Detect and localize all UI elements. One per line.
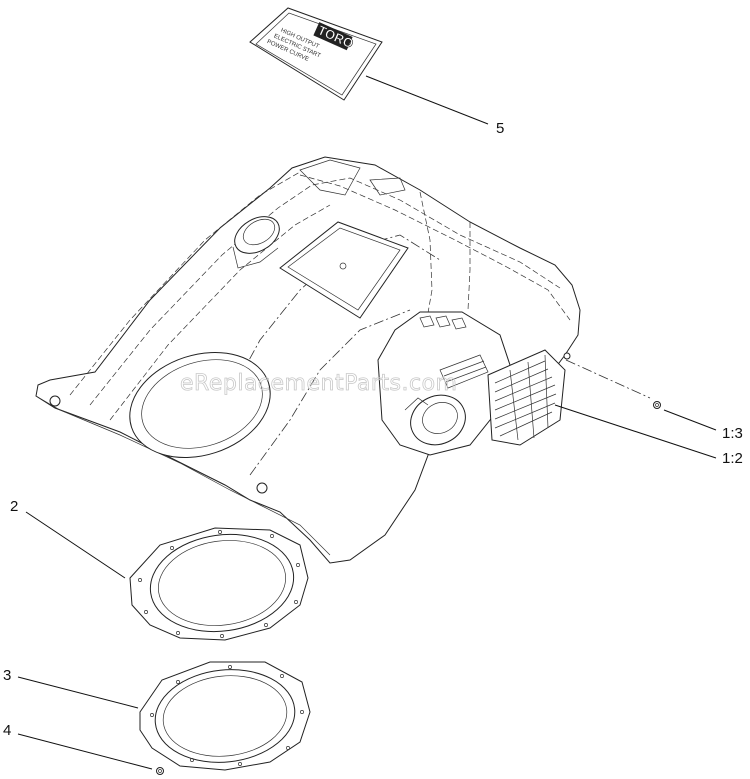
nut-part-4[interactable] — [156, 767, 164, 775]
chute-opening — [232, 216, 280, 269]
plate-part-3[interactable] — [139, 661, 311, 771]
motor-cover — [377, 311, 511, 456]
decal-part-5[interactable]: TORO HIGH OUTPUT ELECTRIC START POWER CU… — [249, 5, 383, 101]
callout-1-3: 1:3 — [722, 425, 743, 442]
leader-5 — [365, 75, 489, 125]
screw-part-1-3[interactable] — [563, 352, 661, 409]
callout-2: 2 — [10, 498, 18, 515]
leader-3 — [17, 676, 139, 709]
housing-part-1[interactable] — [35, 156, 581, 564]
callout-4: 4 — [3, 722, 11, 739]
callout-1-2: 1:2 — [722, 450, 743, 467]
leader-1-2 — [554, 404, 717, 459]
leader-2 — [25, 511, 126, 579]
callout-5: 5 — [496, 120, 504, 137]
vent-grille — [487, 349, 566, 446]
auger-opening — [129, 351, 271, 459]
leader-4 — [17, 733, 153, 770]
access-panel — [279, 221, 409, 319]
toro-logo — [313, 22, 353, 51]
gasket-part-2[interactable] — [129, 525, 309, 641]
callout-3: 3 — [3, 667, 11, 684]
leader-1-3 — [663, 409, 717, 431]
watermark: eReplacementParts.com — [180, 371, 457, 396]
